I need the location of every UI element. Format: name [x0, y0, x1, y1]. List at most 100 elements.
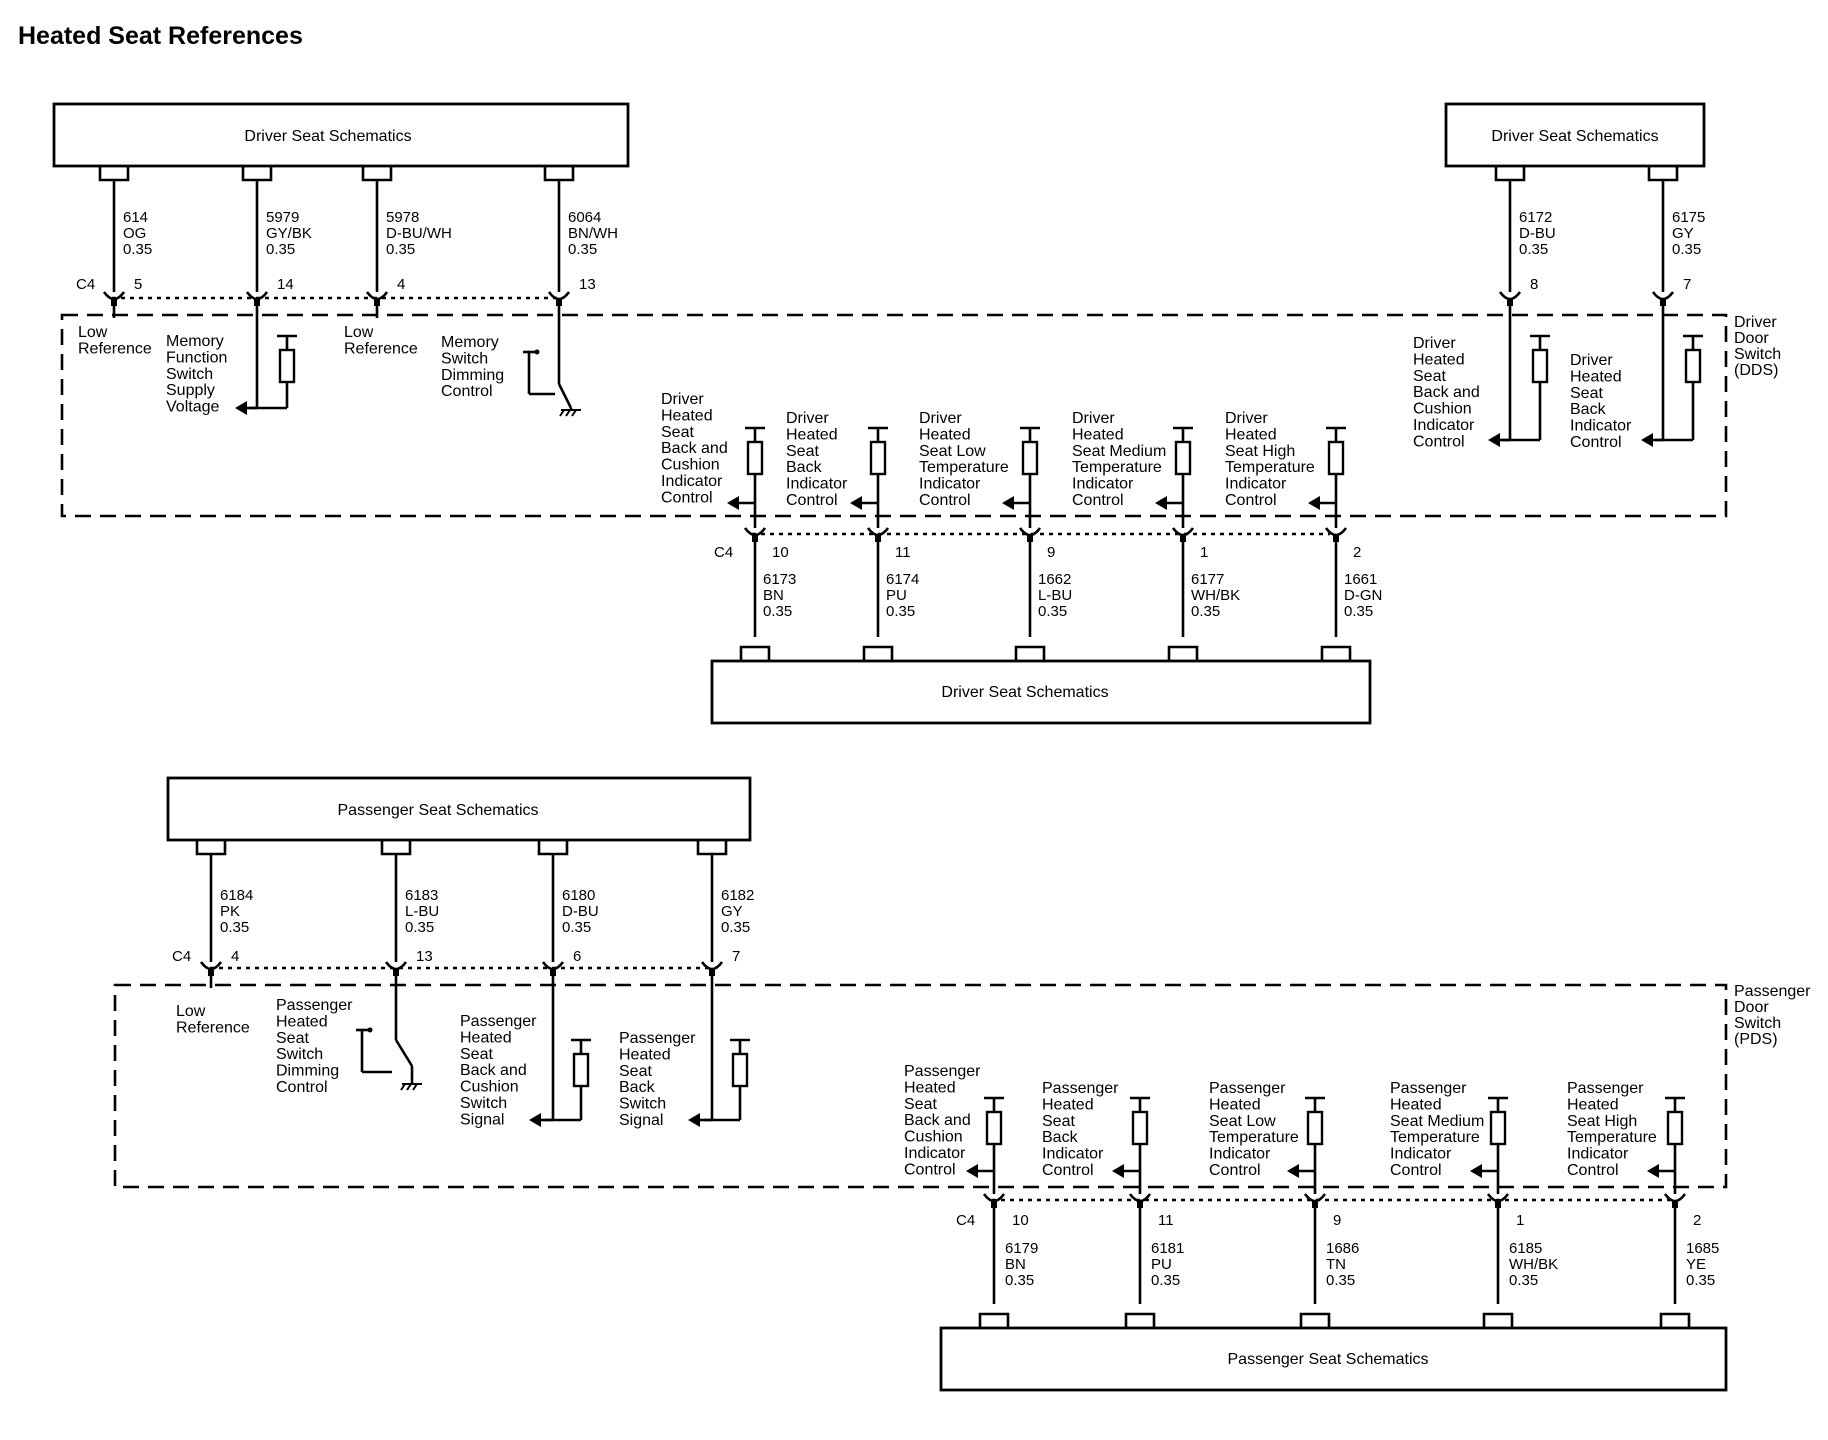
svg-text:Low: Low	[176, 1003, 206, 1020]
svg-text:Door: Door	[1734, 330, 1769, 347]
svg-text:5978: 5978	[386, 209, 419, 226]
svg-text:Heated: Heated	[619, 1046, 671, 1063]
svg-text:9: 9	[1047, 544, 1055, 561]
svg-text:Seat: Seat	[786, 443, 819, 460]
svg-text:Reference: Reference	[78, 340, 152, 357]
svg-text:Temperature: Temperature	[1225, 459, 1315, 476]
svg-text:PK: PK	[220, 903, 240, 920]
svg-text:Driver: Driver	[1734, 314, 1777, 331]
driver-top-wire-6175: 6175GY0.357DriverHeatedSeatBackIndicator…	[1570, 166, 1705, 451]
svg-text:0.35: 0.35	[568, 241, 597, 258]
svg-text:6173: 6173	[763, 571, 796, 588]
svg-text:Driver: Driver	[1413, 335, 1456, 352]
driver-top-wire-5979: 5979GY/BK0.3514MemoryFunctionSwitchSuppl…	[166, 166, 312, 416]
svg-text:0.35: 0.35	[763, 603, 792, 620]
svg-text:Door: Door	[1734, 999, 1769, 1016]
wires-group: 614OG0.355LowReference5979GY/BK0.3514Mem…	[78, 166, 1719, 1328]
driver-door-switch-outline	[60, 313, 1728, 518]
svg-text:0.35: 0.35	[721, 919, 750, 936]
svg-text:Low: Low	[344, 324, 374, 341]
svg-text:1685: 1685	[1686, 1240, 1719, 1257]
svg-text:Indicator: Indicator	[1225, 476, 1287, 493]
svg-text:9: 9	[1333, 1212, 1341, 1229]
svg-text:Control: Control	[1413, 433, 1465, 450]
svg-text:7: 7	[732, 948, 740, 965]
svg-text:6172: 6172	[1519, 209, 1552, 226]
svg-text:Control: Control	[1567, 1162, 1619, 1179]
driver-seat-schematics-box-top-left: Driver Seat Schematics	[52, 102, 630, 168]
svg-text:1: 1	[1200, 544, 1208, 561]
page-title: Heated Seat References	[18, 22, 303, 50]
svg-text:YE: YE	[1686, 1256, 1706, 1273]
svg-text:Seat: Seat	[1570, 385, 1603, 402]
passenger-top-wire-6183: 6183L-BU0.3513PassengerHeatedSeatSwitchD…	[276, 840, 439, 1096]
svg-text:Dimming: Dimming	[276, 1063, 339, 1080]
svg-text:Back: Back	[786, 459, 823, 476]
svg-text:D-BU: D-BU	[562, 903, 599, 920]
svg-text:Cushion: Cushion	[904, 1129, 963, 1146]
svg-text:BN/WH: BN/WH	[568, 225, 618, 242]
passenger-seat-schematics-box-bottom: Passenger Seat Schematics	[939, 1326, 1728, 1392]
svg-text:Signal: Signal	[619, 1112, 663, 1129]
svg-text:Heated: Heated	[1390, 1096, 1442, 1113]
svg-text:Indicator: Indicator	[904, 1145, 966, 1162]
svg-text:Low: Low	[78, 324, 108, 341]
svg-text:8: 8	[1530, 276, 1538, 293]
svg-text:0.35: 0.35	[1672, 241, 1701, 258]
svg-text:Switch: Switch	[441, 350, 488, 367]
svg-text:Heated: Heated	[276, 1013, 328, 1030]
svg-text:Seat Low: Seat Low	[1209, 1113, 1276, 1130]
svg-text:0.35: 0.35	[562, 919, 591, 936]
svg-text:Seat: Seat	[460, 1046, 493, 1063]
svg-text:Switch: Switch	[166, 366, 213, 383]
svg-text:Seat High: Seat High	[1225, 443, 1295, 460]
svg-text:Passenger: Passenger	[1567, 1080, 1644, 1097]
svg-text:Temperature: Temperature	[1209, 1129, 1299, 1146]
svg-text:10: 10	[1012, 1212, 1029, 1229]
svg-text:0.35: 0.35	[405, 919, 434, 936]
svg-text:2: 2	[1353, 544, 1361, 561]
svg-text:Memory: Memory	[166, 333, 224, 350]
svg-text:Heated: Heated	[460, 1029, 512, 1046]
svg-text:6185: 6185	[1509, 1240, 1542, 1257]
svg-text:614: 614	[123, 209, 148, 226]
svg-text:Control: Control	[276, 1079, 328, 1096]
svg-text:0.35: 0.35	[1686, 1272, 1715, 1289]
svg-text:Heated: Heated	[1072, 426, 1124, 443]
driver-bottom-wire-6174: 116174PU0.35DriverHeatedSeatBackIndicato…	[786, 410, 919, 661]
svg-text:Seat: Seat	[276, 1030, 309, 1047]
svg-text:Driver: Driver	[919, 410, 962, 427]
svg-text:Signal: Signal	[460, 1111, 504, 1128]
svg-text:Seat: Seat	[619, 1063, 652, 1080]
svg-text:0.35: 0.35	[1191, 603, 1220, 620]
svg-text:Seat Low: Seat Low	[919, 443, 986, 460]
svg-text:D-GN: D-GN	[1344, 587, 1382, 604]
box-label: Driver Seat Schematics	[941, 684, 1108, 701]
svg-text:Seat: Seat	[661, 424, 694, 441]
svg-text:13: 13	[579, 276, 596, 293]
svg-text:D-BU: D-BU	[1519, 225, 1556, 242]
svg-text:Passenger: Passenger	[904, 1063, 981, 1080]
svg-text:GY: GY	[1672, 225, 1694, 242]
svg-text:Back and: Back and	[1413, 384, 1480, 401]
svg-text:Dimming: Dimming	[441, 367, 504, 384]
svg-text:Temperature: Temperature	[1072, 459, 1162, 476]
svg-text:Indicator: Indicator	[1390, 1146, 1452, 1163]
svg-text:Function: Function	[166, 349, 227, 366]
svg-text:(DDS): (DDS)	[1734, 362, 1778, 379]
svg-text:OG: OG	[123, 225, 146, 242]
passenger-door-switch-outline	[113, 983, 1728, 1189]
svg-text:L-BU: L-BU	[1038, 587, 1072, 604]
svg-text:Driver: Driver	[786, 410, 829, 427]
svg-text:0.35: 0.35	[123, 241, 152, 258]
svg-text:GY: GY	[721, 903, 743, 920]
svg-text:Memory: Memory	[441, 334, 499, 351]
svg-text:Control: Control	[1042, 1162, 1094, 1179]
svg-text:Indicator: Indicator	[786, 476, 848, 493]
svg-text:1662: 1662	[1038, 571, 1071, 588]
connector-label: C4	[76, 276, 95, 293]
